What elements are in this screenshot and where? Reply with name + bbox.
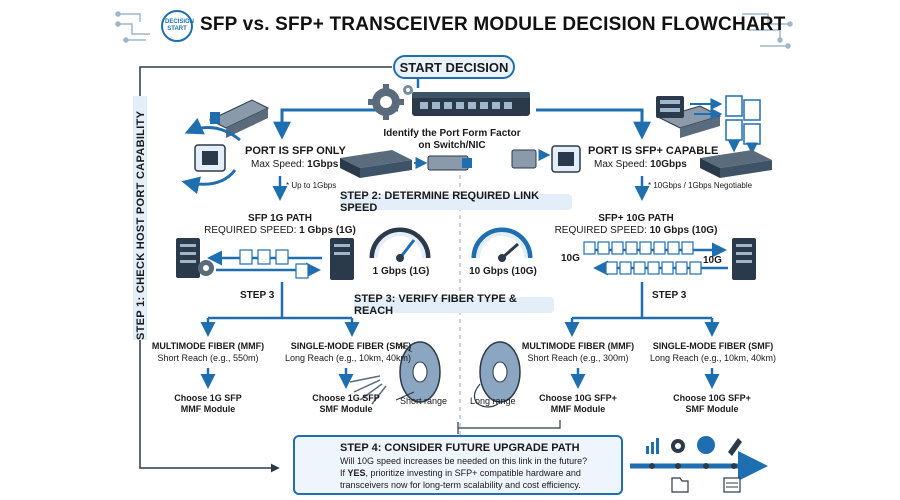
sfp-only-title: PORT IS SFP ONLY [245, 145, 346, 157]
question-icon [697, 436, 715, 454]
choose-10g-mmf-line1: Choose 10G SFP+ [539, 393, 617, 403]
left-mmf-reach: Short Reach (e.g., 550m) [157, 353, 259, 363]
sfp-module-small-icon [427, 155, 472, 171]
sfp-plus-note: * 10Gbps / 1Gbps Negotiable [648, 181, 753, 190]
folder-icon [671, 477, 689, 493]
gear-icon [368, 84, 413, 120]
step4-line2: If YES, prioritize investing in SFP+ com… [340, 468, 581, 478]
gear-icon-small-left [198, 260, 214, 276]
branch-arrow-left [273, 108, 398, 140]
sfp-plus-speed: Max Speed: 10Gbps [594, 159, 687, 170]
right-smf-title: SINGLE-MODE FIBER (SMF) [652, 341, 774, 351]
choose-10g-smf-line1: Choose 10G SFP+ [673, 393, 751, 403]
badge-line2: START [167, 26, 187, 32]
step3-tag-right: STEP 3 [652, 290, 687, 301]
choose-1g-smf-line2: SMF Module [319, 404, 373, 414]
sfp-plus-port-icon [511, 145, 581, 173]
sfp-1g-required-speed: REQUIRED SPEED: 1 Gbps (1G) [204, 225, 356, 236]
ethernet-port-icon-left [194, 144, 226, 172]
network-switch-icon [412, 92, 530, 116]
left-smf-title: SINGLE-MODE FIBER (SMF) [290, 341, 412, 351]
step1-vertical-label: STEP 1: CHECK HOST PORT CAPABILITY [135, 110, 147, 340]
document-stack-icon [725, 95, 761, 145]
sfp-1g-path-title: SFP 1G PATH [248, 213, 312, 224]
gauge-1g-label: 1 Gbps (1G) [372, 266, 430, 277]
curved-arrow-left-top [184, 117, 241, 142]
rocket-icon [728, 438, 742, 456]
left-mmf-title: MULTIMODE FIBER (MMF) [151, 341, 265, 351]
right-mmf-reach: Short Reach (e.g., 300m) [527, 353, 629, 363]
server-icon-center-left [330, 238, 354, 280]
choose-1g-smf-line1: Choose 1G SFP [312, 393, 380, 403]
page-title: SFP vs. SFP+ TRANSCEIVER MODULE DECISION… [200, 14, 786, 35]
speed-gauge-icon-10g [471, 227, 533, 262]
choose-1g-mmf-line1: Choose 1G SFP [174, 393, 242, 403]
speed-gauge-icon-1g [369, 227, 431, 262]
lane-label-left: 10G [561, 253, 580, 264]
sfp-plus-title: PORT IS SFP+ CAPABLE [588, 145, 719, 157]
branch-arrow-right [536, 108, 651, 140]
data-packets-right [583, 241, 702, 275]
step4-line3: transceivers now for long-term scalabili… [340, 480, 581, 490]
step4-line1: Will 10G speed increases be needed on th… [340, 456, 588, 466]
small-switch-icon-left [340, 150, 412, 178]
gear-icon-timeline [671, 439, 685, 453]
right-mmf-title: MULTIMODE FIBER (MMF) [521, 341, 635, 351]
sfp-only-note: * Up to 1Gbps [286, 181, 337, 190]
sfp-only-speed: Max Speed: 1Gbps [251, 159, 339, 170]
step3-tag-left: STEP 3 [240, 290, 275, 301]
identify-line2: on Switch/NIC [418, 140, 486, 151]
server-icon-timeline [723, 477, 741, 493]
bar-chart-icon [646, 438, 659, 454]
choose-10g-mmf-line2: MMF Module [550, 404, 606, 414]
choose-1g-mmf-line2: MMF Module [180, 404, 236, 414]
small-switch-icon-right [700, 150, 772, 178]
short-range-label: Short range [400, 396, 448, 406]
identify-line1: Identify the Port Form Factor [383, 128, 521, 139]
start-decision-pill: START DECISION [393, 55, 515, 79]
fiber-spool-icon-right [473, 341, 521, 408]
right-smf-reach: Long Reach (e.g., 10km, 40km) [649, 353, 777, 363]
circuit-decoration-right [742, 13, 793, 49]
data-packets-left [239, 249, 309, 279]
circuit-decoration-left [115, 11, 150, 43]
left-smf-reach: Long Reach (e.g., 10km, 40km) [284, 353, 412, 363]
decision-start-badge-icon [161, 10, 193, 42]
badge-line1: DECISION [165, 19, 195, 25]
sfp-plus-10g-path-title: SFP+ 10G PATH [598, 213, 674, 224]
server-rack-icon-right-top [656, 96, 684, 118]
step3-band: STEP 3: VERIFY FIBER TYPE & REACH [354, 293, 554, 317]
fiber-spool-icon-left [349, 341, 441, 405]
step4-box [293, 435, 623, 495]
step1-label-bg [133, 96, 147, 340]
step4-title: STEP 4: CONSIDER FUTURE UPGRADE PATH [340, 442, 580, 454]
curved-arrow-left-bottom [181, 169, 237, 194]
choose-10g-smf-line2: SMF Module [685, 404, 739, 414]
long-range-label: Long range [470, 396, 516, 406]
sfp-plus-10g-required-speed: REQUIRED SPEED: 10 Gbps (10G) [554, 225, 718, 236]
step2-band: STEP 2: DETERMINE REQUIRED LINK SPEED [340, 190, 572, 214]
server-icon-right [732, 238, 756, 280]
gauge-10g-label: 10 Gbps (10G) [469, 266, 537, 277]
sfp-module-icon [208, 99, 270, 138]
server-icon-left [176, 238, 200, 278]
lane-label-right: 10G [703, 255, 722, 266]
